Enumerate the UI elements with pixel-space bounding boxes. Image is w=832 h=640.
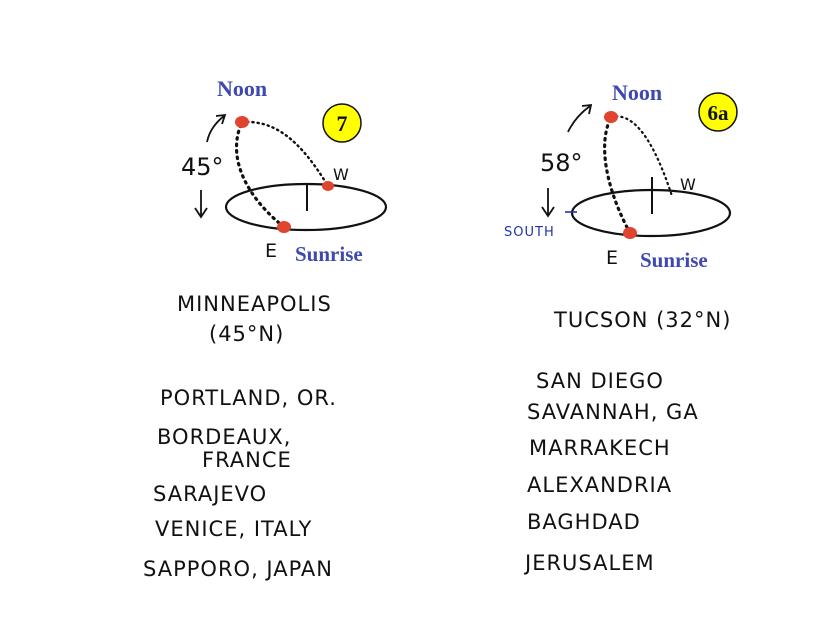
left-badge-circle <box>322 103 362 143</box>
right-west-label: W <box>680 175 696 194</box>
right-similar-city-2: SAVANNAH, GA <box>527 400 699 424</box>
left-angle-arrowhead-down <box>194 207 208 219</box>
left-angle-arrowhead-up <box>215 113 227 125</box>
right-south-label: SOUTH <box>504 225 555 240</box>
right-angle-label: 58° <box>540 149 583 177</box>
left-similar-city-1: PORTLAND, OR. <box>160 386 337 410</box>
right-east-label: E <box>606 247 618 269</box>
left-sunset-sun-dot <box>322 181 334 191</box>
right-angle-arrow-up <box>567 105 591 133</box>
right-similar-city-5: BAGHDAD <box>527 510 641 534</box>
left-similar-city-5: VENICE, ITALY <box>155 517 312 541</box>
left-noon-sun-dot <box>235 116 249 128</box>
left-similar-city-6: SAPPORO, JAPAN <box>143 557 333 581</box>
left-west-label: W <box>333 165 349 184</box>
right-city-name: TUCSON (32°N) <box>553 308 731 332</box>
left-city-name: MINNEAPOLIS <box>177 292 332 316</box>
right-sunrise-sun-dot <box>623 227 637 239</box>
right-similar-city-4: ALEXANDRIA <box>527 473 672 497</box>
right-sunrise-label: Sunrise <box>640 248 708 272</box>
left-similar-city-4: SARAJEVO <box>153 482 267 506</box>
left-similar-city-3: FRANCE <box>202 448 292 472</box>
left-angle-arrow-up <box>206 115 225 143</box>
left-sun-path-morning <box>235 120 286 229</box>
right-similar-city-1: SAN DIEGO <box>536 369 664 393</box>
left-similar-city-2: BORDEAUX, <box>157 425 291 449</box>
right-panel: SOUTH 58° Noon Sunrise E W 6a TUCSON (32… <box>504 80 738 575</box>
left-badge-number: 7 <box>337 111 348 136</box>
right-noon-sun-dot <box>604 111 618 123</box>
left-sun-path-afternoon <box>240 120 330 188</box>
right-angle-arrowhead-down <box>541 206 555 218</box>
left-noon-label: Noon <box>217 76 267 101</box>
right-angle-arrowhead-up <box>581 103 593 115</box>
left-east-label: E <box>265 240 277 262</box>
right-similar-city-6: JERUSALEM <box>523 551 655 575</box>
left-angle-label: 45° <box>181 153 224 181</box>
right-noon-label: Noon <box>612 80 662 105</box>
left-sunrise-label: Sunrise <box>295 242 363 266</box>
right-sun-path-morning <box>603 115 632 235</box>
right-similar-city-3: MARRAKECH <box>529 436 671 460</box>
left-sunrise-sun-dot <box>277 221 291 233</box>
right-badge-circle <box>698 92 738 132</box>
right-badge-number: 6a <box>708 101 730 125</box>
left-city-latitude: (45°N) <box>209 322 284 346</box>
right-sun-path-afternoon <box>609 115 674 198</box>
left-panel: 45° Noon Sunrise E W 7 MINNEAPOLIS (45°N… <box>143 76 388 581</box>
